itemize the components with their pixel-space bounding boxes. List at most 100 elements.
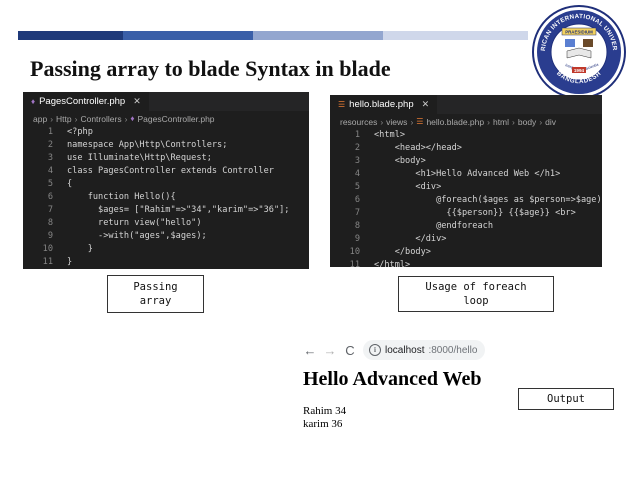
code-line: 3 use Illuminate\Http\Request; xyxy=(23,152,309,165)
line-number: 4 xyxy=(354,169,360,179)
code-line: 1<?php xyxy=(23,126,309,139)
url-path: :8000/hello xyxy=(428,344,478,356)
line-number: 6 xyxy=(47,192,53,202)
forward-arrow-icon[interactable]: → xyxy=(323,342,337,358)
line-number: 10 xyxy=(349,247,360,257)
line-number: 9 xyxy=(354,234,360,244)
accent-bar-segment xyxy=(383,31,528,40)
svg-text:PRAESIDIUM: PRAESIDIUM xyxy=(565,30,593,35)
editor-tab-bar: ♦ PagesController.php ✕ xyxy=(23,92,309,111)
breadcrumb-item[interactable]: Http xyxy=(56,113,72,124)
code-line: 11} xyxy=(23,256,309,269)
svg-text:1994: 1994 xyxy=(574,68,585,73)
code-text: <html> xyxy=(374,130,406,140)
php-file-icon: ♦ xyxy=(130,114,135,123)
chevron-right-icon: › xyxy=(74,113,78,124)
editor-tab[interactable]: ☰ hello.blade.php ✕ xyxy=(330,95,438,114)
blade-file-icon: ☰ xyxy=(416,117,424,126)
code-line: 8 @endforeach xyxy=(330,220,602,233)
code-text: <h1>Hello Advanced Web </h1> xyxy=(374,169,561,179)
chevron-right-icon: › xyxy=(124,113,128,124)
breadcrumb-item[interactable]: Controllers xyxy=(80,113,122,124)
code-line: 9 ->with("ages",$ages); xyxy=(23,230,309,243)
line-number: 2 xyxy=(354,143,360,153)
code-text: <head></head> xyxy=(374,143,462,153)
code-line: 9 </div> xyxy=(330,233,602,246)
caption-line: Output xyxy=(547,393,585,405)
info-icon[interactable]: i xyxy=(369,344,381,356)
browser-toolbar: ← → C i localhost:8000/hello xyxy=(303,339,501,361)
code-line: 7 $ages= ["Rahim"=>"34","karim"=>"36"]; xyxy=(23,204,309,217)
address-bar[interactable]: i localhost:8000/hello xyxy=(363,340,486,360)
line-number: 4 xyxy=(47,166,53,176)
svg-text:Integrity: Integrity xyxy=(565,63,579,71)
title-accent-bar xyxy=(18,31,528,40)
breadcrumb-item[interactable]: html xyxy=(492,116,510,127)
code-line: 6 @foreach($ages as $person=>$age) xyxy=(330,194,602,207)
breadcrumb-item[interactable]: hello.blade.php xyxy=(426,116,485,127)
accent-bar-segment xyxy=(123,31,253,40)
output-line: karim 36 xyxy=(303,418,343,430)
line-number: 8 xyxy=(47,218,53,228)
chevron-right-icon: › xyxy=(410,116,414,127)
editor-tab[interactable]: ♦ PagesController.php ✕ xyxy=(23,92,149,111)
code-line: 5{ xyxy=(23,178,309,191)
caption-line: Passing xyxy=(133,281,178,293)
code-text: <body> xyxy=(374,156,426,166)
php-file-icon: ♦ xyxy=(31,97,36,106)
line-number: 6 xyxy=(354,195,360,205)
code-text: namespace App\Http\Controllers; xyxy=(67,140,228,150)
code-area[interactable]: 1 <html> 2 <head></head> 3 <body> 4 <h1>H… xyxy=(330,129,602,267)
output-line: Rahim 34 xyxy=(303,405,347,417)
breadcrumb-item[interactable]: div xyxy=(545,116,557,127)
output-heading: Hello Advanced Web xyxy=(303,368,482,390)
code-text: { xyxy=(67,179,73,189)
line-number: 11 xyxy=(42,257,53,267)
code-text: use Illuminate\Http\Request; xyxy=(67,153,212,163)
code-text: return view("hello") xyxy=(67,218,202,228)
reload-icon[interactable]: C xyxy=(345,342,355,358)
breadcrumb-item[interactable]: PagesController.php xyxy=(137,113,215,124)
code-line: 5 <div> xyxy=(330,181,602,194)
code-line: 10 } xyxy=(23,243,309,256)
code-line: 3 <body> xyxy=(330,155,602,168)
code-line: 2 <head></head> xyxy=(330,142,602,155)
line-number: 10 xyxy=(42,244,53,254)
code-line: 8 return view("hello") xyxy=(23,217,309,230)
breadcrumb-item[interactable]: resources xyxy=(340,116,378,127)
tab-label: PagesController.php xyxy=(39,96,126,107)
code-line: 2 namespace App\Http\Controllers; xyxy=(23,139,309,152)
line-number: 1 xyxy=(354,130,360,140)
accent-bar-segment xyxy=(18,31,123,40)
code-text: </div> xyxy=(374,234,447,244)
code-text: @endforeach xyxy=(374,221,493,231)
line-number: 2 xyxy=(47,140,53,150)
code-text: @foreach($ages as $person=>$age) xyxy=(374,195,602,205)
caption-line: Usage of foreach xyxy=(425,281,527,293)
breadcrumb-item[interactable]: views xyxy=(386,116,408,127)
line-number: 3 xyxy=(47,153,53,163)
code-line: 4 class PagesController extends Controlle… xyxy=(23,165,309,178)
caption-foreach-loop: Usage of foreach loop xyxy=(398,276,554,312)
code-text: class PagesController extends Controller xyxy=(67,166,274,176)
close-icon[interactable]: ✕ xyxy=(421,99,430,109)
close-icon[interactable]: ✕ xyxy=(133,96,141,106)
university-seal-logo: AMERICAN INTERNATIONAL UNIVERSITY BANGLA… xyxy=(531,4,626,99)
code-text: <div> xyxy=(374,182,442,192)
code-line: 10 </body> xyxy=(330,246,602,259)
code-line: 4 <h1>Hello Advanced Web </h1> xyxy=(330,168,602,181)
code-line: 11</html> xyxy=(330,259,602,267)
accent-bar-segment xyxy=(253,31,383,40)
code-text: } xyxy=(67,244,93,254)
line-number: 3 xyxy=(354,156,360,166)
back-arrow-icon[interactable]: ← xyxy=(303,342,317,358)
slide-title: Passing array to blade Syntax in blade xyxy=(30,56,391,81)
code-line: 1 <html> xyxy=(330,129,602,142)
breadcrumb-item[interactable]: app xyxy=(33,113,48,124)
code-text: ->with("ages",$ages); xyxy=(67,231,207,241)
code-text: {{$person}} {{$age}} <br> xyxy=(374,208,576,218)
breadcrumb-item[interactable]: body xyxy=(517,116,537,127)
line-number: 9 xyxy=(47,231,53,241)
code-text: <?php xyxy=(67,127,93,137)
